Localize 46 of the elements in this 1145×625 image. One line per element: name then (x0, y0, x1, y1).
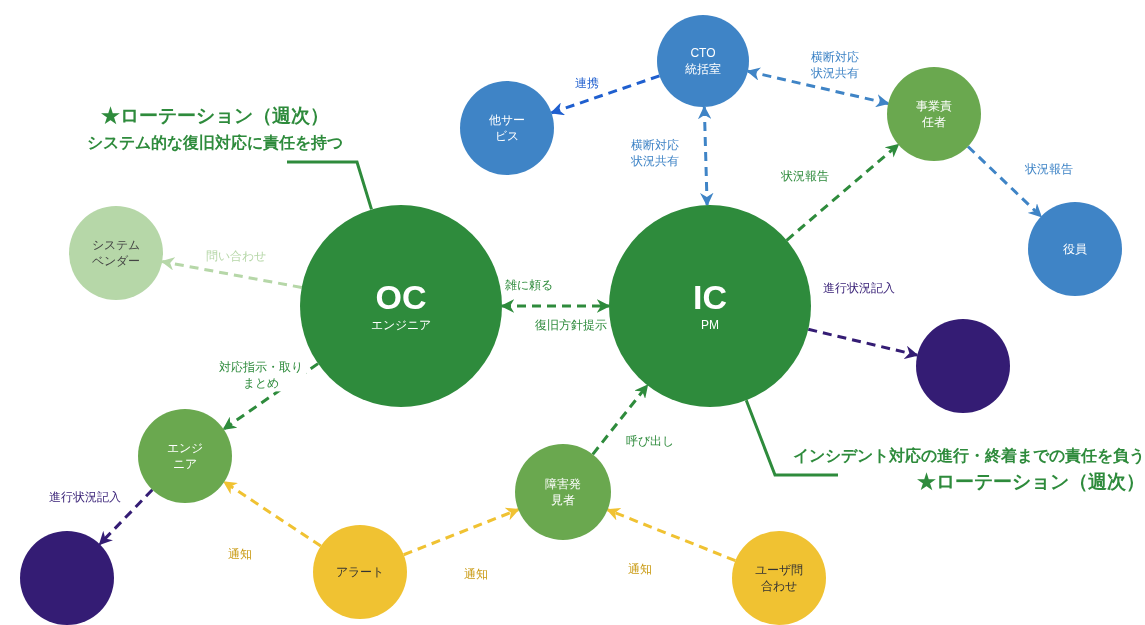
callout-text: システム的な復旧対応に責任を持つ (87, 132, 343, 154)
leader-line (744, 399, 838, 477)
edge-label: 状況報告 (780, 169, 830, 185)
dashed-arrow (697, 105, 714, 207)
leader-line (287, 160, 373, 210)
node-label: エンジニア (371, 316, 431, 333)
node-label: アラート (335, 563, 385, 581)
dashed-arrow (98, 488, 154, 546)
callout-text: ★ローテーション（週次） (917, 469, 1145, 494)
edge-label: 連携 (574, 76, 600, 92)
edge-label: 横断対応状況共有 (808, 50, 862, 82)
node-label: 他サービス (488, 111, 526, 145)
edge-label: 状況報告 (1024, 162, 1074, 178)
edge-label: 横断対応状況共有 (628, 138, 682, 170)
dashed-arrow (160, 257, 302, 289)
caption-text: 復旧方針提示 (534, 318, 608, 334)
node-label: システムベンダー (92, 236, 140, 270)
callout-text: インシデント対応の進行・終着までの責任を負う (793, 445, 1145, 467)
dashed-arrow (500, 299, 611, 313)
dashed-arrow (606, 508, 736, 562)
edge-label: 進行状況記入 (822, 281, 896, 297)
node-label: PM (701, 316, 719, 333)
node-label: 事業責任者 (916, 97, 952, 131)
dashed-arrow (807, 327, 919, 359)
role-title: IC (693, 279, 727, 317)
edge-label: 問い合わせ (205, 249, 267, 265)
edge-label: 通知 (627, 562, 653, 578)
edge-label: 通知 (463, 567, 489, 583)
node-label: CTO 統括室 (684, 44, 722, 78)
callout-text: ★ローテーション（週次） (101, 104, 329, 129)
edge-label: 通知 (227, 547, 253, 563)
dashed-arrow (223, 480, 322, 548)
node-label: 障害発見者 (545, 475, 581, 509)
dashed-arrow (550, 74, 660, 116)
node-label: エンジニア (167, 439, 203, 473)
edge-label: 進行状況記入 (48, 490, 122, 506)
dashed-arrow (785, 143, 900, 242)
node-label: ユーザ問合わせ (754, 561, 804, 595)
dashed-arrow (966, 145, 1043, 218)
dashed-arrow (403, 507, 520, 557)
node-label: 役員 (1062, 240, 1088, 258)
role-title: OC (375, 279, 427, 317)
dashed-arrow (591, 384, 649, 456)
edge-label: 呼び出し (625, 434, 675, 450)
dashed-arrow (746, 67, 890, 108)
edge-label: 雑に頼る (504, 278, 554, 294)
